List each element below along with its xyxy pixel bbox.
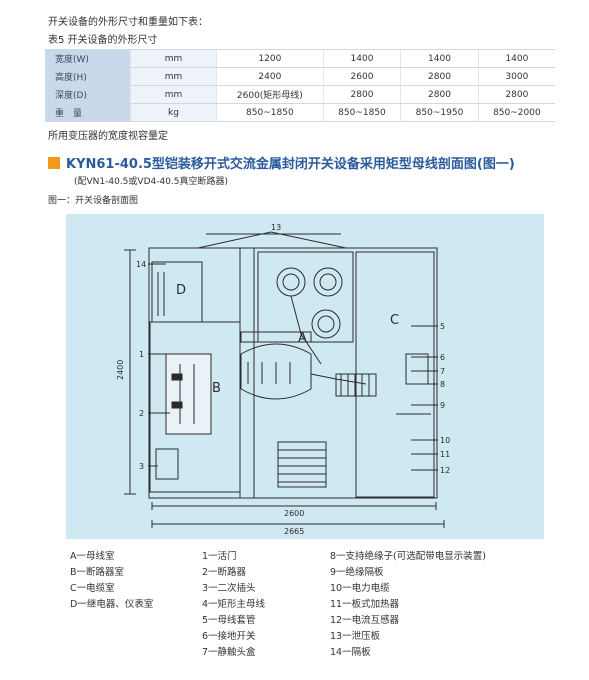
figure-label: 图一：开关设备剖面图: [48, 196, 139, 206]
callout-14: 14: [136, 260, 146, 269]
callout-10: 10: [440, 436, 450, 445]
legend-item: B一断路器室: [70, 567, 125, 578]
legend-item: 4一矩形主母线: [202, 599, 266, 610]
section-title: KYN61-40.5型铠装移开式交流金属封闭开关设备采用矩型母线剖面图(图一): [66, 157, 515, 172]
row-label: 深度(D): [45, 85, 131, 104]
row-value: 2800: [477, 85, 555, 104]
legend-item: 11一板式加热器: [330, 599, 400, 610]
row-value: 2800: [322, 85, 401, 104]
legend-item: 8一支持绝缘子(可选配带电显示装置): [330, 551, 486, 562]
breaker-body: [165, 353, 212, 435]
table-caption: 表5 开关设备的外形尺寸: [48, 35, 158, 46]
callout-3: 3: [139, 462, 144, 471]
row-value: 2400: [216, 67, 324, 86]
callout-5: 5: [440, 322, 445, 331]
legend-item: 6一接地开关: [202, 631, 256, 642]
row-value: 2800: [400, 67, 479, 86]
row-value: 2600: [322, 67, 401, 86]
legend-item: 3一二次插头: [202, 583, 256, 594]
legend-item: 2一断路器: [202, 567, 247, 578]
row-unit: mm: [130, 85, 217, 104]
cross-section-diagram: D B A C 1 2 3 14 5 6 7 8 9 10 11 12 13 2…: [66, 214, 544, 539]
letter-D: D: [176, 283, 186, 298]
legend-item: 12一电流互感器: [330, 615, 400, 626]
legend-item: 14一隔板: [330, 647, 371, 658]
legend-item: 7一静触头盒: [202, 647, 256, 658]
dim-depth-inner-label: 2600: [284, 509, 304, 518]
intro-line-1: 开关设备的外形尺寸和重量如下表：: [48, 17, 208, 28]
busbar-circle-2: [313, 267, 343, 297]
section-bullet-icon: [48, 157, 60, 169]
legend-item: 13一泄压板: [330, 631, 381, 642]
callout-6: 6: [440, 353, 445, 362]
grounding-switch: [405, 353, 429, 385]
row-unit: kg: [130, 103, 217, 122]
legend-item: 5一母线套管: [202, 615, 256, 626]
row-label: 重 量: [45, 103, 131, 122]
row-value: 1400: [400, 49, 479, 68]
legend-item: D一继电器、仪表室: [70, 599, 154, 610]
callout-1: 1: [139, 350, 144, 359]
legend-item: 10一电力电缆: [330, 583, 390, 594]
row-value: 850~1850: [216, 103, 324, 122]
row-value: 1400: [477, 49, 555, 68]
row-value: 1400: [322, 49, 401, 68]
callout-2: 2: [139, 409, 144, 418]
callout-7: 7: [440, 367, 445, 376]
callout-11: 11: [440, 450, 450, 459]
row-value: 2800: [400, 85, 479, 104]
row-value: 3000: [477, 67, 555, 86]
legend-item: C一电缆室: [70, 583, 115, 594]
letter-C: C: [390, 313, 399, 328]
row-unit: mm: [130, 49, 217, 68]
letter-B: B: [212, 381, 221, 396]
row-unit: mm: [130, 67, 217, 86]
housing-outline: [148, 247, 438, 499]
secondary-plug: [155, 448, 179, 480]
row-label: 宽度(W): [45, 49, 131, 68]
transformer-note: 所用变压器的宽度视容量定: [48, 131, 168, 142]
row-value: 2600(矩形母线): [216, 85, 324, 104]
row-value: 1200: [216, 49, 324, 68]
legend-item: A一母线室: [70, 551, 115, 562]
busbar-circle-3: [311, 309, 341, 339]
row-value: 850~1950: [400, 103, 479, 122]
row-value: 850~2000: [477, 103, 555, 122]
pressure-relief-roof: [197, 231, 347, 249]
cable-room-box: [355, 251, 435, 498]
callout-13: 13: [271, 223, 281, 232]
row-label: 高度(H): [45, 67, 131, 86]
diagram-drawing: D B A C 1 2 3 14 5 6 7 8 9 10 11 12 13 2…: [116, 223, 450, 536]
busbar-circle-1: [276, 267, 306, 297]
static-contact-box: [240, 343, 312, 400]
dim-height-label: 2400: [116, 360, 125, 380]
callout-9: 9: [440, 401, 445, 410]
callout-12: 12: [440, 466, 450, 475]
row-value: 850~1850: [322, 103, 401, 122]
cable-connection: [310, 373, 367, 385]
legend-item: 1一活门: [202, 551, 237, 562]
busbar-conductor: [290, 295, 322, 365]
letter-A: A: [298, 331, 307, 346]
current-transformer: [277, 441, 327, 488]
section-subtitle: (配VN1-40.5或VD4-40.5真空断路器): [74, 177, 229, 187]
callout-8: 8: [440, 380, 445, 389]
dim-depth-outer-label: 2665: [284, 527, 304, 536]
legend-item: 9一绝缘隔板: [330, 567, 384, 578]
